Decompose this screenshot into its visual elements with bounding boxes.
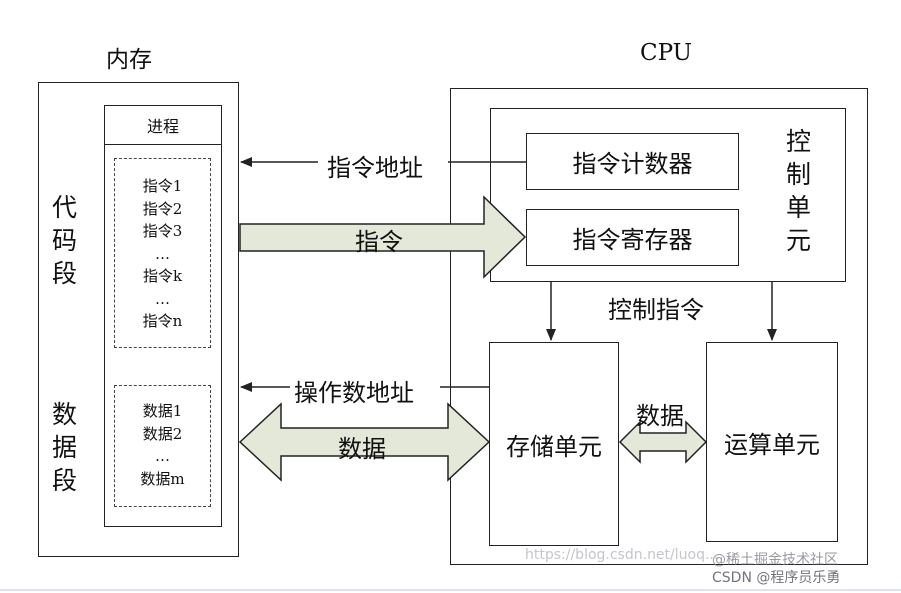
- data-list-box: [114, 385, 211, 507]
- alu-box: 运算单元: [706, 342, 838, 542]
- data-segment-char: 段: [52, 466, 78, 495]
- process-box: [104, 105, 222, 527]
- control-unit-char: 单: [786, 193, 812, 222]
- memory-title: 内存: [106, 47, 152, 73]
- data-item: 数据1: [142, 402, 183, 420]
- code-segment-label: 代 码 段: [52, 191, 77, 290]
- data-label: 数据: [338, 435, 386, 463]
- instruction-item: …: [155, 289, 170, 308]
- internal-data-label: 数据: [636, 402, 684, 430]
- program-counter-box: 指令计数器: [526, 133, 739, 190]
- data-list: 数据1 数据2 … 数据m: [114, 400, 211, 490]
- control-signal-label: 控制指令: [608, 296, 704, 324]
- data-item: 数据2: [142, 424, 183, 443]
- data-item: 数据m: [140, 469, 185, 488]
- instruction-label: 指令: [355, 228, 403, 256]
- data-segment-char: 据: [52, 433, 78, 462]
- instruction-flow-arrow: [239, 195, 527, 279]
- code-segment-char: 段: [52, 259, 78, 288]
- control-unit-char: 制: [786, 160, 812, 189]
- data-segment-label: 数 据 段: [52, 398, 77, 497]
- code-segment-char: 代: [52, 193, 78, 222]
- storage-unit-box: 存储单元: [489, 342, 619, 546]
- watermark-line2: CSDN @程序员乐勇: [712, 570, 841, 586]
- internal-data-arrow: [618, 420, 708, 464]
- instruction-address-label: 指令地址: [325, 148, 425, 183]
- instruction-item: 指令3: [142, 222, 183, 240]
- data-segment-char: 数: [52, 400, 78, 429]
- control-unit-label: 控 制 单 元: [786, 125, 811, 257]
- instruction-item: 指令2: [142, 199, 183, 218]
- process-header: 进程: [104, 105, 222, 145]
- instruction-list: 指令1 指令2 指令3 … 指令k … 指令n: [114, 175, 211, 333]
- control-unit-char: 元: [786, 226, 812, 255]
- code-segment-char: 码: [52, 226, 78, 255]
- bottom-divider: [0, 589, 901, 591]
- data-flow-arrow: [238, 402, 491, 482]
- instruction-register-box: 指令寄存器: [526, 209, 739, 266]
- operand-address-label: 操作数地址: [292, 373, 416, 408]
- cpu-title: CPU: [640, 40, 693, 66]
- instruction-item: …: [155, 244, 170, 263]
- control-unit-char: 控: [786, 127, 812, 156]
- data-item: …: [155, 447, 170, 465]
- instruction-item: 指令k: [142, 267, 183, 285]
- instruction-item: 指令1: [142, 177, 183, 195]
- instruction-item: 指令n: [142, 312, 183, 330]
- instruction-list-box: [114, 158, 211, 348]
- watermark-line1: @稀土掘金技术社区: [712, 552, 838, 568]
- watermark-url: https://blog.csdn.net/luoq...: [525, 547, 719, 563]
